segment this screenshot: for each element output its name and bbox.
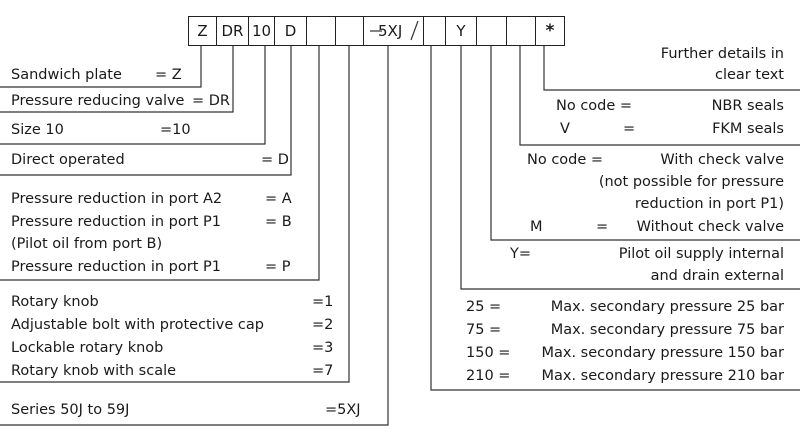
label-details-1: Further details in — [660, 46, 784, 62]
label-port-p1-p: Pressure reduction in port P1 — [11, 259, 221, 275]
label-size: Size 10 — [11, 122, 64, 138]
code-box-text: 10 — [251, 21, 272, 40]
code-box-seals — [506, 16, 536, 46]
code-box-valve-type: DR — [216, 16, 249, 46]
code-box-adjustment — [335, 16, 364, 46]
label-pilot-port-b: (Pilot oil from port B) — [11, 236, 163, 252]
leader-details — [543, 46, 800, 91]
code-box-size: 10 — [248, 16, 275, 46]
code-valve: = DR — [192, 93, 230, 109]
label-rotary-knob: Rotary knob — [11, 294, 99, 310]
label-fkm-seals: FKM seals — [712, 121, 784, 137]
label-pressure-150: Max. secondary pressure 150 bar — [541, 345, 784, 361]
code-pressure-210: 210 = — [466, 368, 511, 384]
code-pressure-75: 75 = — [466, 322, 502, 338]
label-nbr-seals: NBR seals — [711, 98, 784, 114]
code-box-text: 5XJ — [378, 21, 403, 40]
code-box-text: Y — [456, 21, 466, 40]
code-box-check-valve — [476, 16, 507, 46]
code-port-p1-b: = B — [265, 214, 292, 230]
code-fkm-seals: V — [560, 121, 570, 137]
code-box-text: Z — [197, 21, 208, 40]
code-box-text: D — [284, 21, 297, 40]
label-with-check-valve: With check valve — [660, 152, 784, 168]
label-details-2: clear text — [715, 67, 784, 83]
leader-seals — [519, 46, 800, 146]
code-nbr-seals: No code = — [556, 98, 633, 114]
label-pilot-oil-1: Pilot oil supply internal — [618, 246, 784, 262]
code-size: =10 — [160, 122, 191, 138]
code-knob-scale: =7 — [312, 363, 334, 379]
code-box-details: * — [535, 16, 565, 46]
code-port-p1-p: = P — [265, 259, 291, 275]
label-port-p1-b: Pressure reduction in port P1 — [11, 214, 221, 230]
leader-valve — [0, 46, 234, 113]
eq-fkm-seals: = — [623, 121, 636, 137]
code-pressure-25: 25 = — [466, 299, 502, 315]
code-pilot-oil: Y= — [510, 246, 532, 262]
leader-size — [0, 46, 266, 145]
code-sandwich-plate: = Z — [155, 67, 182, 83]
label-pressure-210: Max. secondary pressure 210 bar — [541, 368, 784, 384]
code-port-a2: = A — [265, 191, 292, 207]
code-box-pilot-oil: Y — [445, 16, 477, 46]
label-check-note-2: reduction in port P1) — [634, 196, 784, 212]
label-port-a2: Pressure reduction in port A2 — [11, 191, 223, 207]
label-pilot-oil-2: and drain external — [650, 268, 784, 284]
code-box-text: DR — [221, 21, 244, 40]
leader-direct — [0, 46, 292, 176]
leader-port — [0, 46, 320, 281]
leader-check-valve — [490, 46, 800, 241]
code-pressure-150: 150 = — [466, 345, 511, 361]
leader-series — [0, 46, 389, 426]
label-check-note-1: (not possible for pressure — [598, 174, 784, 190]
code-lockable-knob: =3 — [312, 340, 334, 356]
label-without-check-valve: Without check valve — [636, 219, 784, 235]
leader-pressure — [430, 46, 800, 391]
label-valve: Pressure reducing valve — [11, 93, 185, 109]
code-direct-operated: = D — [261, 152, 289, 168]
leader-pilot-oil — [460, 46, 800, 290]
code-with-check-valve: No code = — [527, 152, 604, 168]
eq-without-check-valve: = — [596, 219, 609, 235]
code-without-check-valve: M — [530, 219, 543, 235]
label-lockable-knob: Lockable rotary knob — [11, 340, 164, 356]
leader-adjustment — [0, 46, 350, 383]
code-series: =5XJ — [325, 402, 361, 418]
label-series: Series 50J to 59J — [11, 402, 130, 418]
leader-sandwich-plate — [0, 46, 202, 88]
label-direct-operated: Direct operated — [11, 152, 125, 168]
label-knob-scale: Rotary knob with scale — [11, 363, 177, 379]
label-sandwich-plate: Sandwich plate — [11, 67, 122, 83]
label-adjustable-bolt: Adjustable bolt with protective cap — [11, 317, 264, 333]
label-pressure-25: Max. secondary pressure 25 bar — [550, 299, 784, 315]
code-adjustable-bolt: =2 — [312, 317, 334, 333]
code-box-sandwich-plate: Z — [188, 16, 217, 46]
series-box-slash — [410, 20, 419, 41]
code-rotary-knob: =1 — [312, 294, 334, 310]
label-pressure-75: Max. secondary pressure 75 bar — [550, 322, 784, 338]
code-box-text: * — [545, 20, 555, 41]
